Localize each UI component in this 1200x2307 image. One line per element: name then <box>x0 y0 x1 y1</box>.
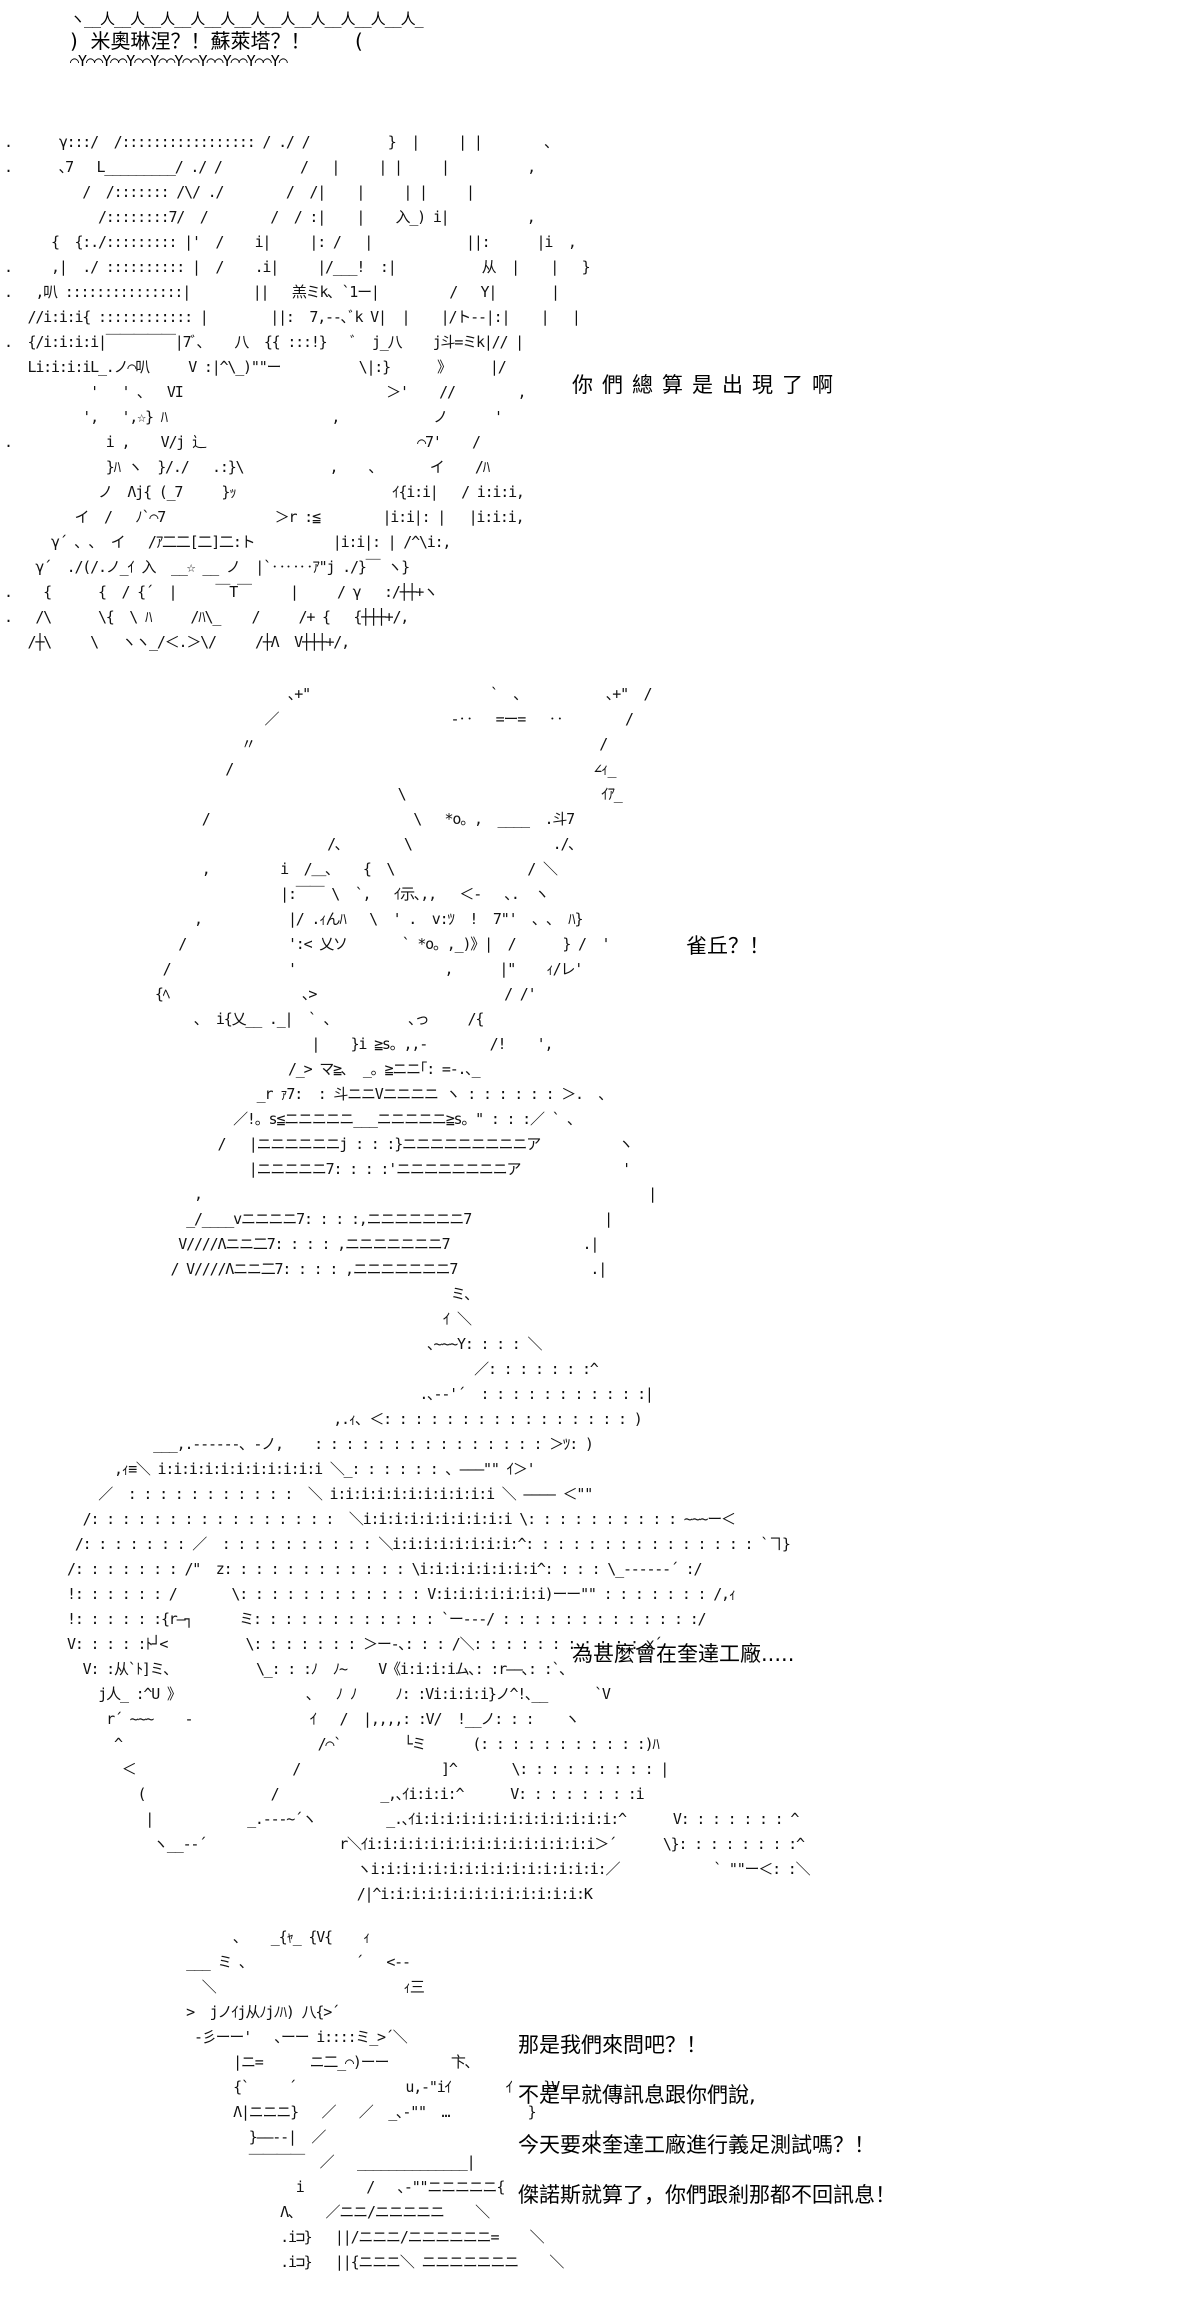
ascii-art-line: ^ /⌒` └ミ (: : : : : : : : : : :)ﾊ <box>20 1735 660 1753</box>
ascii-art-line: . γ:::/ /::::::::::::::::: / ./ / } | | … <box>4 133 552 151</box>
dialogue-line: 不是早就傳訊息跟你們說, <box>518 2083 756 2107</box>
ascii-art-line: ___,.--‐‐‐-､ -ノ, : : : : : : : : : : : :… <box>20 1435 594 1453</box>
ascii-art-line: , |/ .ｨんﾊ \ ' . v:ﾂ ! 7"' ､ ､ ﾊ} <box>100 910 584 928</box>
bubble-top-edge: ヽ__人__人__人__人__人__人__人__人__人__人__人_ <box>70 10 424 28</box>
ascii-art-line: ', ',☆} ﾊ , ノ ' <box>4 408 503 426</box>
ascii-art-line: _/____vニニニニ7: : : :,ニニニニニニニ7 | <box>100 1210 613 1228</box>
ascii-art-line: ヽ__-‐´ r＼ｲi:i:i:i:i:i:i:i:i:i:i:i:i:i:i＞… <box>20 1835 805 1853</box>
ascii-art-line: i / ､-""ニニニニニ{ <box>100 2178 506 2196</box>
ascii-art-line: !: : : : : :{r―┐ ミ: : : : : : : : : : : … <box>20 1610 707 1628</box>
ascii-art-line: V: : : : :ﾄ┘< \: : : : : : : ＞ー-､: : : /… <box>20 1635 663 1653</box>
ascii-art-line: |ニニニニニ7: : : :'ニニニニニニニニア ' <box>100 1160 631 1178</box>
dialogue-line: 今天要來奎達工廠進行義足測試嗎？！ <box>518 2133 875 2157</box>
ascii-art-line: ､ i{乂__ ._| ` ､ ､っ /{ <box>100 1010 484 1028</box>
ascii-art-line: / /::::::: /\/ ./ / /| | | | | <box>4 183 475 201</box>
ascii-art-line: / ∠ｨ_ <box>100 760 616 778</box>
ascii-art-line: . i , V/j 辶 ⌒7' / <box>4 433 481 451</box>
ascii-art-line: ' ' ､ VI ＞' // , <box>4 383 526 401</box>
ascii-art-figure-1: . γ:::/ /::::::::::::::::: / ./ / } | | … <box>4 130 591 655</box>
ascii-art-line: .i⊐} ||{ニニニ＼ ニニニニニニニ ＼ <box>100 2253 564 2271</box>
ascii-art-figure-4: ､ _{ｬ_ {V{ ｨ ___ ミ ､ ´ <-- ＼ ｨ三 > jノｲj从ﾉ… <box>100 1925 601 2275</box>
ascii-art-line: . {/i:i:i:i|￣￣￣￣￣|7ﾞ､ 八 {{ :::!} ﾞ j_八 j… <box>4 333 524 351</box>
ascii-art-line: |ニ= ニ二_⌒)ーー 卞､ <box>100 2053 472 2071</box>
ascii-art-line: . ,叭 :::::::::::::::| || 羔ミk､ `1ー| / Y| … <box>4 283 560 301</box>
ascii-art-line: , i /＿､ { \ / ＼ <box>100 860 558 878</box>
ascii-art-line: . /\ \{ \ ﾊ /ﾊ\_ / /+ { {┼┼┼+/, <box>4 608 409 626</box>
ascii-art-line: ､+" ` ､ ､+" / <box>100 685 653 703</box>
ascii-art-line: |:￣￣ \ `, ｲ示､,, ＜- ､. ヽ <box>100 885 549 903</box>
ascii-art-figure-2: ､+" ` ､ ､+" / ／ -‥ =ー= ‥ / 〃 / / <box>100 682 657 1282</box>
dialogue-line: 雀丘？！ <box>686 934 770 958</box>
ascii-art-line: / V////Λニニ二7: : : : ,ニニニニニニニ7 .| <box>100 1260 607 1278</box>
ascii-art-line: / ' , |" ｨ/レ' <box>100 960 584 978</box>
ascii-art-line: Λ|ニニニ} ／ ／ _､-"" … } <box>100 2103 537 2121</box>
ascii-art-line: ,ｨ≡＼ i:i:i:i:i:i:i:i:i:i:i ＼_: : : : : :… <box>20 1460 536 1478</box>
ascii-art-line: ,.ｨ､ ＜: : : : : : : : : : : : : : : : ) <box>20 1410 643 1428</box>
ascii-art-line: ､ _{ｬ_ {V{ ｨ <box>100 1928 371 1946</box>
ascii-art-line: /|^i:i:i:i:i:i:i:i:i:i:i:i:i:K <box>20 1885 593 1903</box>
ascii-art-line: //i:i:i{ :::::::::::: | ||: 7,--､ﾞk V| |… <box>4 308 580 326</box>
ascii-art-line: , | <box>100 1185 657 1203</box>
ascii-art-line: /┼\ \ ヽヽ_/＜.＞\/ /┼Λ V┼┼┼+/, <box>4 633 350 651</box>
ascii-art-line: /: : : : : : : : : : : : : : : : ＼i:i:i:… <box>20 1510 736 1528</box>
ascii-art-line: ヽi:i:i:i:i:i:i:i:i:i:i:i:i:i:i:／ ` ""ー＜:… <box>20 1860 811 1878</box>
ascii-art-line: !: : : : : : / \: : : : : : : : : : : : … <box>20 1585 736 1603</box>
ascii-art-line: r´ ~~~ - ｲ / |,,,,: :V/ !__ノ: : : ヽ <box>20 1710 580 1728</box>
ascii-art-line: /､ \ ./､ <box>100 835 576 853</box>
ascii-art-line: ／: : : : : : :^ <box>20 1360 599 1378</box>
ascii-art-line: Λ､ ／ニニ/ニニニニニ ＼ <box>100 2203 490 2221</box>
ascii-art-line: }――--| ／ | <box>100 2128 601 2146</box>
ascii-art-line: / \ *o。, ____ .斗7 <box>100 810 575 828</box>
ascii-art-line: > jノｲj从ﾉjﾉﾊ) 八{>´ <box>100 2003 340 2021</box>
ascii-art-line: | _.--‐~´ヽ _.､ｲi:i:i:i:i:i:i:i:i:i:i:i:i… <box>20 1810 799 1828</box>
ascii-art-line: γ´ ､ ､ イ /ｱ二二[二]二:ト |i:i|: | /^\i:, <box>4 533 451 551</box>
ascii-art-line: ___ ミ ､ ´ <-- <box>100 1953 411 1971</box>
ascii-art-line: -彡ーー' ､ーー i::::ミ_>´＼ <box>100 2028 408 2046</box>
ascii-art-line: \ ｲｱ_ <box>100 785 623 803</box>
ascii-art-line: {` ´ u,-"iｲ ｲ }V <box>100 2078 560 2096</box>
ascii-art-line: 〃 / <box>100 735 608 753</box>
ascii-art-line: γ´ ./(/.ノ_ｲ 入 __☆ __ ノ |`‥‥‥ｱ"j ./}￣ ヽ} <box>4 558 410 576</box>
ascii-art-line: ＼ ｨ三 <box>100 1978 425 1996</box>
ascii-art-line: {ﾍ ､> / /' <box>100 985 537 1003</box>
dialogue-line: 那是我們來問吧？！ <box>518 2033 707 2057</box>
ascii-art-line: /_> マ≧､ _。≧ニニ｢: =-.､_ <box>100 1060 481 1078</box>
ascii-art-line: ／ -‥ =ー= ‥ / <box>100 710 634 728</box>
ascii-art-line: | }i ≧s。,,- /! ', <box>100 1035 553 1053</box>
ascii-art-line: /: : : : : : : ／ : : : : : : : : : : ＼i:… <box>20 1535 791 1553</box>
dialogue-line: 你們總算是出現了啊 <box>572 373 842 397</box>
ascii-art-line: V: :从`ﾄ]ミ､ \_: : :ﾉ ﾉ~ V《i:i:i:iム､: :r――… <box>20 1660 567 1678</box>
ascii-art-line: ノ Λj{ (_7 }ｯ ｲ{i:i| / i:i:i, <box>4 483 525 501</box>
ascii-art-line: . ,| ./ :::::::::: | / .i| |/___! :| 从 |… <box>4 258 591 276</box>
ascii-art-line: ／!。s≦ニニニニニ___ニニニニニ≧s。" : : :／ ` ､ <box>100 1110 575 1128</box>
ascii-art-line: / ':< 乂ソ ` *o。,_)》| / } / ' <box>100 935 610 953</box>
ascii-art-line: .i⊐} ||/ニニニ/ニニニニニニ= ＼ <box>100 2228 545 2246</box>
ascii-art-line: / |ニニニニニニj : : :}ニニニニニニニニニア ヽ <box>100 1135 633 1153</box>
bubble-shout-text: ) 米奧琳涅？！蘇萊塔？！ ( <box>70 29 363 53</box>
ascii-art-line: . { { / {´ | ￣T￣ | / γ :/┼┼+ヽ <box>4 583 438 601</box>
ascii-art-line: ､~~~Y: : : : ＼ <box>20 1335 542 1353</box>
ascii-art-line: { {:./::::::::: |' / i| |: / | ||: |i , <box>4 233 577 251</box>
ascii-art-line: _r ｧ7: : 斗ニニVニニニニ ヽ : : : : : : ＞. ､ <box>100 1085 606 1103</box>
ascii-art-line: j人_ :^U 》 ､ ﾉ ﾉ ﾉ: :Vi:i:i:i}ノ^!､__ `V <box>20 1685 611 1703</box>
dialogue-line: 傑諾斯就算了，你們跟剎那都不回訊息！ <box>518 2183 896 2207</box>
ascii-art-line: ￣￣￣￣ ／ ______________| <box>100 2153 476 2171</box>
shout-speech-bubble: ヽ__人__人__人__人__人__人__人__人__人__人__人_ ) 米奧… <box>70 8 424 76</box>
ascii-art-line: /::::::::7/ / / / :| | 入_) i| , <box>4 208 536 226</box>
ascii-art-line: ／ : : : : : : : : : : : ＼ i:i:i:i:i:i:i:… <box>20 1485 593 1503</box>
ascii-art-line: Li:i:i:iL_.ノ⌒叭 V :|^\_)""ー \|:} 》 |/ <box>4 358 506 376</box>
ascii-art-line: ＜ / ]^ \: : : : : : : : : | <box>20 1760 669 1778</box>
ascii-art-line: V////Λニニ二7: : : : ,ニニニニニニニ7 .| <box>100 1235 599 1253</box>
ascii-art-figure-3: ミ､ ｲ ＼ ､~~~Y: : : : ＼ ／: : : : : : :^ <box>20 1282 811 1907</box>
ascii-art-line: イ / ﾉ`⌒7 ＞r :≦ |i:i|: | |i:i:i, <box>4 508 524 526</box>
ascii-art-line: ｲ ＼ <box>20 1310 472 1328</box>
bubble-bottom-edge: ⌒Y⌒⌒Y⌒⌒Y⌒⌒Y⌒⌒Y⌒⌒Y⌒⌒Y⌒⌒Y⌒⌒Y⌒ <box>70 52 288 70</box>
ascii-art-line: ミ､ <box>20 1285 472 1303</box>
ascii-art-line: ( / _,､ｲi:i:i:^ V: : : : : : : :i <box>20 1785 644 1803</box>
ascii-art-line: /: : : : : : : /" z: : : : : : : : : : :… <box>20 1560 702 1578</box>
ascii-art-line: }ﾊ ヽ }/./ .:}\ , ､ イ /ﾊ <box>4 458 490 476</box>
dialogue-line: 為甚麼會在奎達工廠..... <box>572 1642 795 1666</box>
ascii-art-line: .､-‐'´ : : : : : : : : : : :| <box>20 1385 654 1403</box>
ascii-art-line: . ､7 L_________/ ./ / / | | | | , <box>4 158 536 176</box>
